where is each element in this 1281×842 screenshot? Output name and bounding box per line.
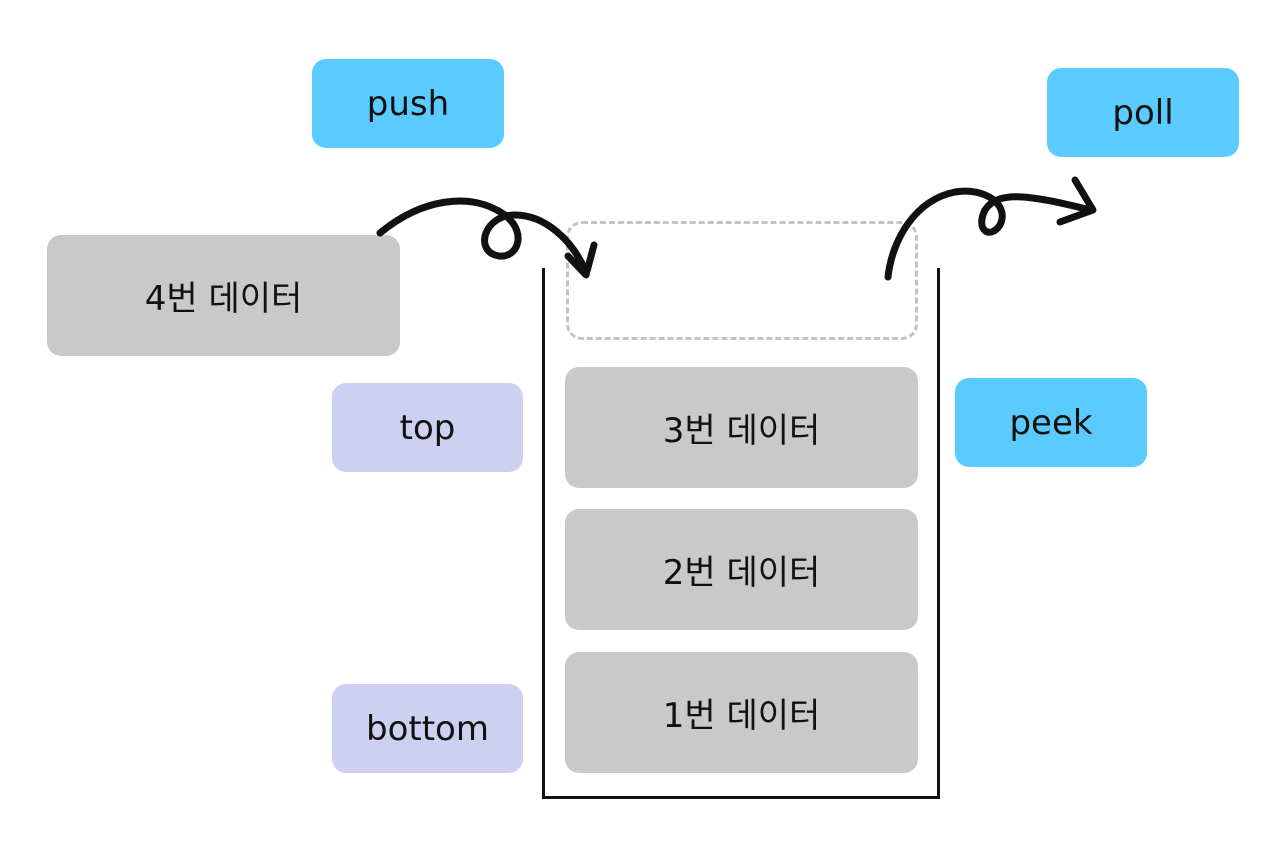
stack-item-1: 1번 데이터 [565, 652, 918, 773]
stack-item-3: 3번 데이터 [565, 367, 918, 488]
push-label: push [312, 59, 504, 148]
empty-stack-slot [566, 221, 918, 340]
incoming-data-box: 4번 데이터 [47, 235, 400, 356]
peek-label: peek [955, 378, 1147, 467]
top-pointer-label: top [332, 383, 523, 472]
poll-label: poll [1047, 68, 1239, 157]
bottom-pointer-label: bottom [332, 684, 523, 773]
stack-container [542, 268, 940, 799]
push-arrow [376, 197, 598, 279]
stack-item-2: 2번 데이터 [565, 509, 918, 630]
poll-arrow [884, 176, 1097, 281]
